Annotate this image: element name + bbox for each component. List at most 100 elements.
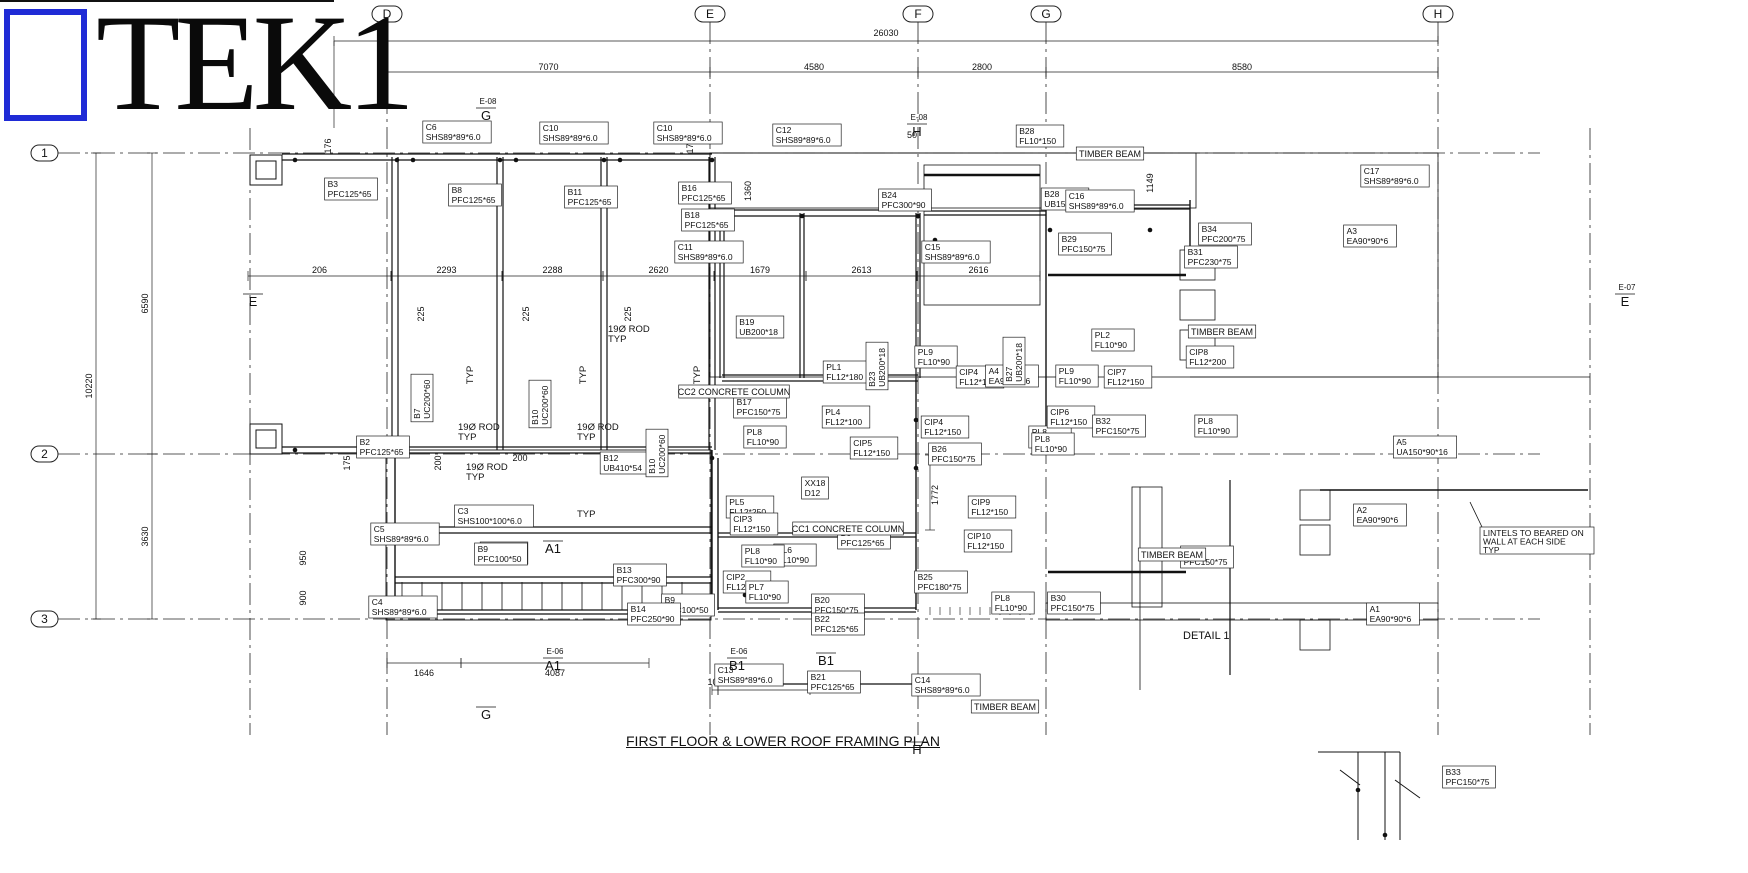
detail-line xyxy=(1394,779,1421,799)
label-mark: PL8 xyxy=(745,546,760,556)
label-section: FL12*150 xyxy=(967,541,1004,551)
label-box xyxy=(678,384,790,399)
grid-bubble-label: 1 xyxy=(41,146,48,160)
grid-bubble-E: E xyxy=(694,5,726,23)
label-mark: B18 xyxy=(685,210,700,220)
label-section: PFC125*65 xyxy=(811,682,855,692)
label-box xyxy=(1366,602,1420,626)
label-box xyxy=(368,595,438,619)
bolt-dot xyxy=(799,213,805,219)
dim-value: 8580 xyxy=(1232,62,1252,72)
label-section: UC200*60 xyxy=(657,434,667,473)
label-mark: B14 xyxy=(631,604,646,614)
bolt-dot xyxy=(513,157,519,163)
label-section: FL12*180 xyxy=(826,372,863,382)
label-section: UB410*54 xyxy=(603,463,642,473)
label-box xyxy=(914,345,958,369)
section-mark-b1: B1 xyxy=(816,652,836,668)
lintel-note-line: LINTELS TO BEARED ON xyxy=(1483,528,1584,538)
label-box xyxy=(714,663,784,687)
dim-value: 2616 xyxy=(968,265,988,275)
dim-value: 200 xyxy=(512,453,527,463)
label-mark: B8 xyxy=(452,185,463,195)
detail-line xyxy=(1339,769,1361,786)
dim-value: 2800 xyxy=(972,62,992,72)
section-mark-g: E-08G xyxy=(476,97,497,123)
label-mark: B26 xyxy=(932,444,947,454)
label-mark: PL8 xyxy=(1032,427,1047,437)
wall-segment xyxy=(1299,524,1331,556)
label-section: SHS89*89*6.0 xyxy=(718,675,773,685)
label-box xyxy=(745,580,789,604)
detail-note: DETAIL 1 xyxy=(1183,630,1229,642)
label-mark: CIP5 xyxy=(853,438,872,448)
label-box xyxy=(1360,164,1430,188)
label-section: EA90*90*6 xyxy=(1347,236,1389,246)
dim-value: 900 xyxy=(298,590,308,605)
grid-bubble-D: D xyxy=(371,5,403,23)
label-section: FL10*90 xyxy=(918,357,950,367)
dim-value: 1646 xyxy=(414,668,434,678)
label-section: PFC125*65 xyxy=(360,447,404,457)
label-mark: CIP3 xyxy=(733,514,752,524)
label-section: SHS89*89*6.0 xyxy=(925,252,980,262)
label-box xyxy=(741,544,785,568)
rod-note: TYP xyxy=(608,334,626,345)
bolt-dot xyxy=(709,157,715,163)
label-box xyxy=(1442,765,1496,789)
label-section: FL12*150 xyxy=(726,582,763,592)
rod-note: TYP xyxy=(577,432,595,443)
dim-value: 2613 xyxy=(851,265,871,275)
section-mark-g: G xyxy=(476,706,496,722)
label-box xyxy=(448,183,502,207)
label-mark: PL9 xyxy=(918,347,933,357)
label-box xyxy=(991,591,1035,615)
label-box xyxy=(1058,232,1112,256)
label-section: FL12*100 xyxy=(825,417,862,427)
label-mark: PL4 xyxy=(825,407,840,417)
label-mark: CIP10 xyxy=(967,531,991,541)
label-section: FL12*250 xyxy=(729,507,766,517)
single-label: TIMBER BEAM xyxy=(1075,146,1145,161)
label-box xyxy=(1002,336,1026,386)
label-mark: CIP2 xyxy=(726,572,745,582)
bolt-dot xyxy=(1382,832,1388,838)
label-mark: B3 xyxy=(328,179,339,189)
label-mark: C10 xyxy=(657,123,673,133)
label-section: UB200*18 xyxy=(1014,343,1024,382)
label-mark: A5 xyxy=(1396,437,1407,447)
label-box xyxy=(539,121,609,145)
member-labels: C6SHS89*89*6.0C10SHS89*89*6.0C10SHS89*89… xyxy=(324,120,1496,789)
label-mark: B10 xyxy=(530,409,540,424)
label-section: FL12*150 xyxy=(853,448,890,458)
label-mark: B28 xyxy=(1019,126,1034,136)
dim-value: 1360 xyxy=(743,181,753,201)
typ-note: TYP xyxy=(465,366,476,384)
label-mark: A2 xyxy=(1357,505,1368,515)
label-box xyxy=(1031,432,1075,456)
grid-bubble-2: 2 xyxy=(30,445,59,463)
label-section: PFC200*75 xyxy=(1202,234,1246,244)
dim-value: 1772 xyxy=(930,485,940,505)
label-mark: C11 xyxy=(678,242,693,252)
bolt-dot xyxy=(913,417,919,423)
label-box xyxy=(1353,503,1407,527)
label-mark: B17 xyxy=(737,397,752,407)
label-section: SHS89*89*6.0 xyxy=(426,132,481,142)
